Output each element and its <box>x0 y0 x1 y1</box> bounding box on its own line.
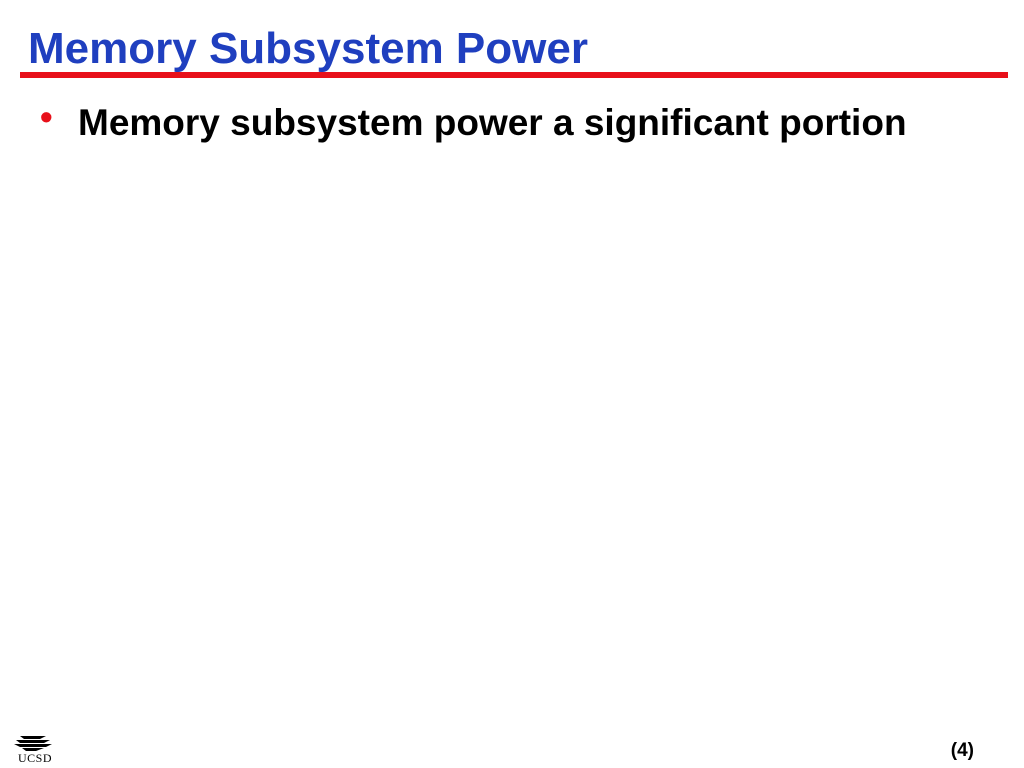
ucsd-logo-icon: UCSD <box>10 732 56 766</box>
ucsd-wave-icon <box>14 736 52 751</box>
logo-text: UCSD <box>17 751 52 765</box>
title-underline-rule <box>20 72 1008 78</box>
slide-title: Memory Subsystem Power <box>28 24 588 73</box>
bullet-text: Memory subsystem power a significant por… <box>78 102 907 143</box>
page-number: (4) <box>950 740 974 761</box>
bullet-marker: • <box>40 96 53 137</box>
bullet-list: • Memory subsystem power a significant p… <box>40 96 907 148</box>
bullet-item: • Memory subsystem power a significant p… <box>40 96 907 148</box>
